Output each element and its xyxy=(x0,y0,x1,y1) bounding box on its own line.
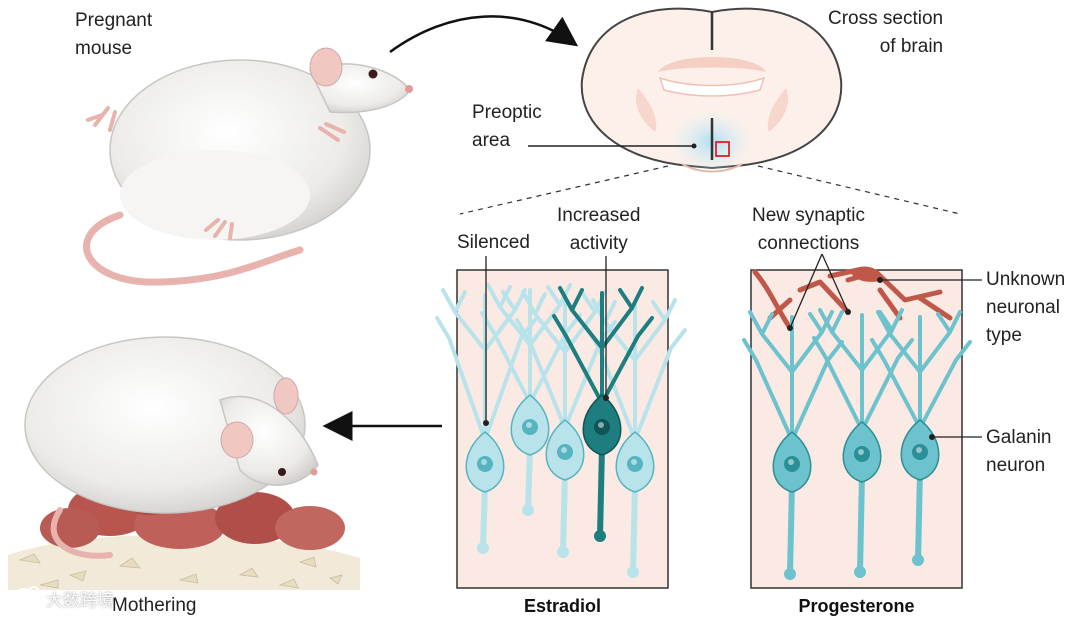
label-mothering: Mothering xyxy=(112,595,197,616)
label-galanin-neuron: Galanin neuron xyxy=(986,427,1052,476)
estradiol-neuron-1 xyxy=(435,288,537,554)
estradiol-neuron-3 xyxy=(515,290,617,558)
estradiol-neuron-active xyxy=(552,286,654,542)
estradiol-neurons xyxy=(435,283,687,578)
nest-bedding xyxy=(18,553,343,589)
unknown-neuron-branches xyxy=(752,267,953,331)
arrow-to-brain xyxy=(389,15,579,54)
label-preoptic-area: Preoptic area xyxy=(472,102,542,151)
zoom-line-right xyxy=(757,165,961,215)
watermark-logo-icon xyxy=(14,586,40,608)
label-cross-section: Cross section of brain xyxy=(828,8,944,57)
estradiol-neuron-2 xyxy=(480,283,582,516)
pregnant-mouse-eye xyxy=(368,69,378,79)
pregnant-mouse-illustration xyxy=(83,47,413,286)
ventricle xyxy=(658,57,766,72)
brain-cross-section xyxy=(528,7,843,174)
label-silenced: Silenced xyxy=(457,232,530,253)
label-pregnant-mouse: Pregnant mouse xyxy=(75,10,153,59)
label-unknown-neuronal: Unknown neuronal type xyxy=(986,269,1066,346)
mother-body xyxy=(24,336,306,514)
pregnant-mouse-tail xyxy=(83,211,304,286)
preoptic-highlight-box xyxy=(715,141,730,157)
galanin-neuron-2 xyxy=(812,308,914,578)
pregnant-mouse-ear xyxy=(309,47,343,87)
label-increased-activity: Increased activity xyxy=(557,205,641,254)
mothering-illustration xyxy=(8,336,360,590)
progesterone-neurons xyxy=(742,308,972,580)
unknown-neuron-soma xyxy=(850,266,885,282)
synaptic-leaders xyxy=(789,253,849,329)
galanin-neuron-1 xyxy=(742,310,844,580)
unknown-neuron-dendrites xyxy=(752,266,953,331)
label-new-synaptic: New synaptic connections xyxy=(752,205,865,254)
watermark-text: 大数跨境 xyxy=(46,591,114,611)
galanin-neuron-3 xyxy=(870,310,972,566)
mother-head xyxy=(219,395,319,486)
caption-progesterone: Progesterone xyxy=(798,596,915,616)
caption-estradiol: Estradiol xyxy=(523,596,602,616)
